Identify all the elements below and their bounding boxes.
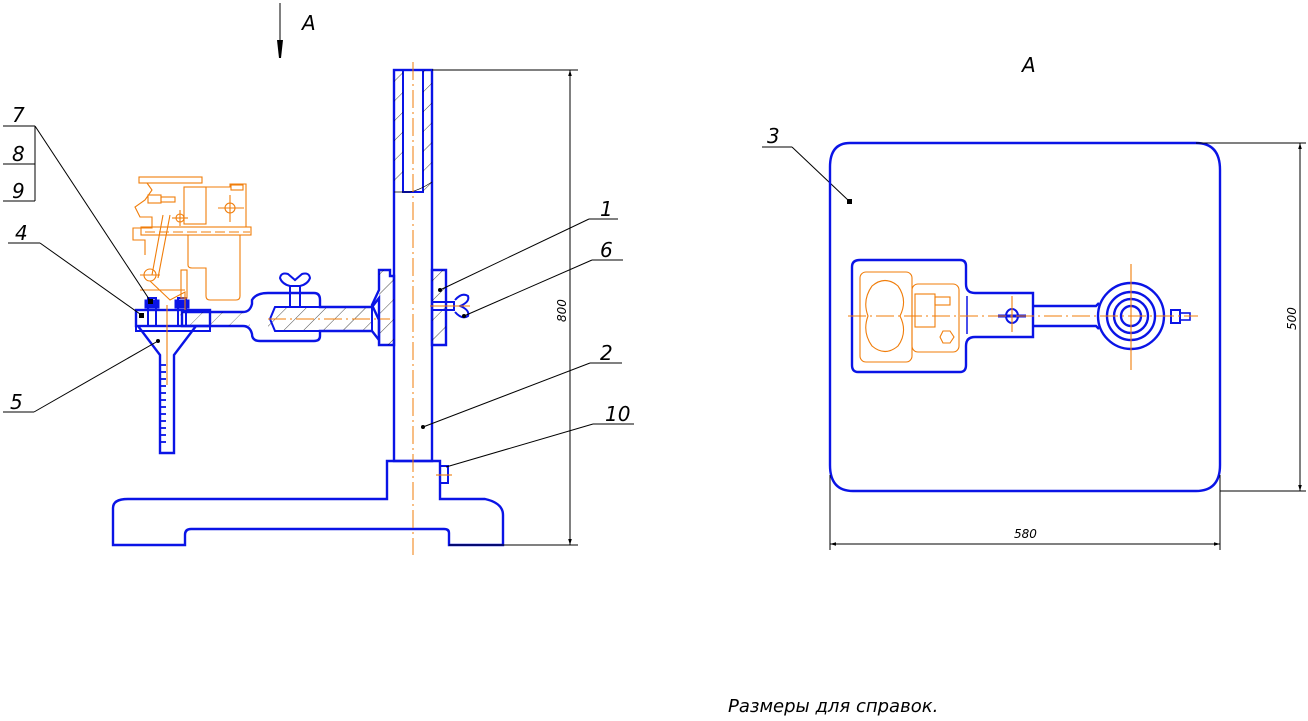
- dimension-580: 580: [829, 475, 1221, 550]
- callout-8: 8: [12, 142, 25, 166]
- callout-leaders: [3, 125, 852, 468]
- callout-5: 5: [10, 390, 23, 414]
- callout-9: 9: [12, 179, 25, 203]
- dimension-500: 500: [1196, 142, 1306, 492]
- reference-dimensions-note: Размеры для справок.: [728, 696, 938, 717]
- funnel-scale: [160, 364, 166, 443]
- callout-6: 6: [600, 238, 613, 262]
- view-a-label: A: [1020, 53, 1036, 77]
- view-a: A: [828, 53, 1306, 550]
- funnel-assembly: [134, 297, 212, 455]
- front-view: A: [3, 3, 852, 555]
- callout-10: 10: [605, 402, 630, 426]
- callout-2: 2: [600, 341, 613, 365]
- dimension-500-label: 500: [1285, 307, 1299, 330]
- carburetor-top-reference: [848, 264, 1198, 370]
- carrier-plate: [850, 258, 1035, 374]
- dimension-800: 800: [432, 69, 578, 546]
- carburetor-reference: [132, 176, 252, 310]
- callout-3: 3: [767, 124, 780, 148]
- base-plate: [828, 141, 1222, 493]
- horizontal-arm: [180, 272, 390, 344]
- column: [392, 62, 434, 555]
- dimension-580-label: 580: [1014, 527, 1037, 541]
- dimension-800-label: 800: [555, 299, 569, 322]
- callout-7: 7: [12, 103, 25, 127]
- section-marker-label: A: [300, 11, 316, 35]
- clamp-bracket: [370, 268, 470, 347]
- callout-1: 1: [600, 197, 613, 221]
- base-foot: [111, 459, 505, 547]
- section-arrow-a: A: [277, 3, 316, 58]
- callout-4: 4: [15, 221, 28, 245]
- set-screw: [436, 465, 452, 484]
- callout-numbers: 7 8 9 4 5 1 6 2 10 3: [10, 103, 780, 426]
